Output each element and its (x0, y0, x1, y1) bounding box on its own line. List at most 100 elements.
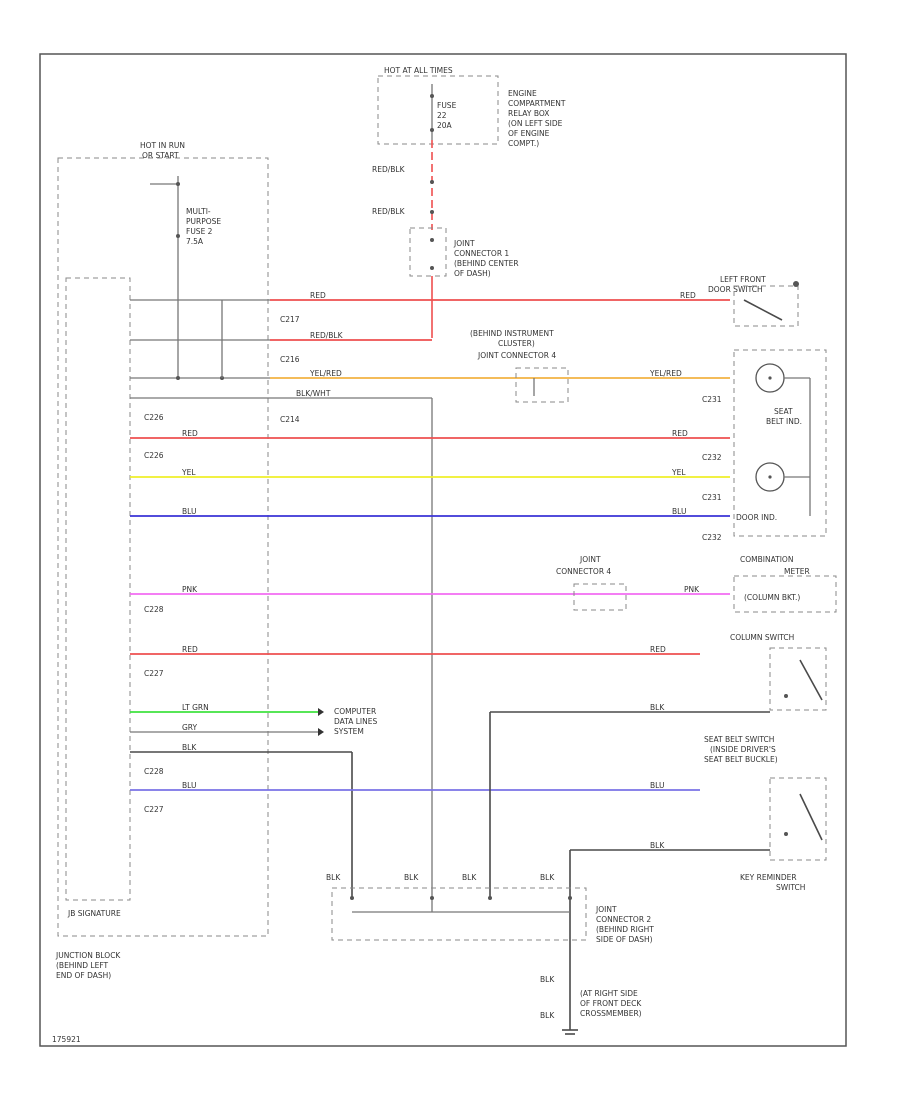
ground-location-line2: OF FRONT DECK (580, 999, 642, 1008)
ground-blk-1: BLK (540, 975, 555, 984)
connector-c227: C227 (144, 669, 164, 678)
relay-box-outline (377, 75, 499, 145)
door-switch-ground (793, 281, 799, 287)
wire-yel-red-label-right: YEL/RED (649, 369, 682, 378)
splice-pin-4 (568, 896, 572, 900)
splice-blk-2: BLK (404, 873, 419, 882)
wire-blu-label-left: BLU (182, 507, 196, 516)
wire-pnk-label-right: PNK (684, 585, 700, 594)
left-front-door-switch-line1: LEFT FRONT (720, 275, 766, 284)
connector-c231: C231 (702, 395, 722, 404)
column-bracket-outline (733, 575, 837, 613)
joint-connector-2-line4: SIDE OF DASH) (596, 935, 653, 944)
door-switch-outline (733, 285, 799, 327)
combination-meter-line1: COMBINATION (740, 555, 793, 564)
joint-connector-4b-outline (573, 583, 627, 611)
wire-blu-2-label-left: BLU (182, 781, 196, 790)
connector-c232: C232 (702, 453, 722, 462)
computer-data-arrow-2 (318, 728, 324, 736)
combination-meter-line2: METER (784, 567, 810, 576)
behind-instrument-cluster-line1: (BEHIND INSTRUMENT (470, 329, 554, 338)
seat-belt-switch-outline (769, 777, 827, 861)
engine-relay-box-line4: (ON LEFT SIDE (508, 119, 563, 128)
meter-outline (733, 349, 827, 537)
joint-connector-1-line1: JOINT (453, 239, 475, 248)
joint-connector-2-line2: CONNECTOR 2 (596, 915, 651, 924)
joint-connector-1-pin-2 (430, 266, 434, 270)
joint-connector-1-line3: (BEHIND CENTER (454, 259, 519, 268)
fuse-top-pin (430, 94, 434, 98)
feed-pin-1 (430, 180, 434, 184)
red-blk-label-2: RED/BLK (372, 207, 406, 216)
fuse2-pin-top (176, 182, 180, 186)
ground-location-line1: (AT RIGHT SIDE (580, 989, 638, 998)
connector-c232b: C232 (702, 533, 722, 542)
connector-c226b: C226 (144, 451, 164, 460)
column-switch-arm (799, 659, 823, 701)
seat-belt-lamp-center (768, 376, 772, 380)
splice-pin-3 (488, 896, 492, 900)
seat-belt-switch-arm (799, 793, 823, 841)
footer-code: 175921 (52, 1035, 81, 1044)
multi-purpose-fuse-line4: 7.5A (186, 237, 204, 246)
junction-block-inner-outline (65, 277, 131, 901)
wire-blk-jb-label: BLK (182, 743, 197, 752)
wire-blk-wht-label: BLK/WHT (296, 389, 331, 398)
column-switch-outline (769, 647, 827, 711)
seat-belt-ind-line2: BELT IND. (766, 417, 802, 426)
joint-connector-1-line4: OF DASH) (454, 269, 491, 278)
joint-connector-2-outline (331, 887, 587, 941)
behind-instrument-cluster-line2: CLUSTER) (498, 339, 535, 348)
joint-connector-2-line1: JOINT (595, 905, 617, 914)
wire-red-blk-label: RED/BLK (310, 331, 344, 340)
seat-belt-switch-line3: SEAT BELT BUCKLE) (704, 755, 778, 764)
connector-c231b: C231 (702, 493, 722, 502)
engine-relay-box-line1: ENGINE (508, 89, 537, 98)
connector-c228b: C228 (144, 767, 164, 776)
joint-connector-1-line2: CONNECTOR 1 (454, 249, 509, 258)
wire-yel-label-left: YEL (181, 468, 196, 477)
splice-pin-2 (430, 896, 434, 900)
fuse2-pin-mid (176, 234, 180, 238)
wire-blk-column-label: BLK (650, 703, 665, 712)
wire-red-3-label-right: RED (650, 645, 666, 654)
jb-row-3-pin (176, 376, 180, 380)
column-switch-label: COLUMN SWITCH (730, 633, 794, 642)
key-reminder-switch-line1: KEY REMINDER (740, 873, 797, 882)
computer-data-lines-line1: COMPUTER (334, 707, 376, 716)
door-switch-arm (743, 299, 783, 321)
red-blk-label-1: RED/BLK (372, 165, 406, 174)
wire-red-door-label-left: RED (310, 291, 326, 300)
junction-block-line3: END OF DASH) (56, 971, 111, 980)
fuse-top-pin-2 (430, 128, 434, 132)
engine-relay-box-line6: COMPT.) (508, 139, 539, 148)
splice-blk-3: BLK (462, 873, 477, 882)
diagram-frame (39, 53, 847, 1047)
connector-c216: C216 (280, 355, 300, 364)
connector-c226: C226 (144, 413, 164, 422)
joint-connector-4b-line1: JOINT (579, 555, 601, 564)
feed-pin-2 (430, 210, 434, 214)
hot-in-run-box-outline (57, 157, 269, 937)
wire-red-3-label-left: RED (182, 645, 198, 654)
joint-connector-2-line3: (BEHIND RIGHT (596, 925, 654, 934)
wire-lt-grn-label: LT GRN (182, 703, 209, 712)
wire-red-door-label-right: RED (680, 291, 696, 300)
seat-belt-ind-line1: SEAT (774, 407, 793, 416)
multi-purpose-fuse-line1: MULTI- (186, 207, 211, 216)
multi-purpose-fuse-line3: FUSE 2 (186, 227, 213, 236)
seat-belt-switch-pin (784, 832, 788, 836)
hot-in-run-line2: OR START (142, 151, 179, 160)
wire-blu-label-right: BLU (672, 507, 686, 516)
computer-data-lines-line3: SYSTEM (334, 727, 364, 736)
left-front-door-switch-line2: DOOR SWITCH (708, 285, 763, 294)
ground-location-line3: CROSSMEMBER) (580, 1009, 642, 1018)
hot-in-run-line1: HOT IN RUN (140, 141, 185, 150)
fuse-top-line2: 22 (437, 111, 447, 120)
wire-pnk-label-left: PNK (182, 585, 198, 594)
joint-connector-4-label: JOINT CONNECTOR 4 (477, 351, 556, 360)
wire-yel-label-right: YEL (671, 468, 686, 477)
splice-blk-4: BLK (540, 873, 555, 882)
fuse-top-line1: FUSE (437, 101, 457, 110)
